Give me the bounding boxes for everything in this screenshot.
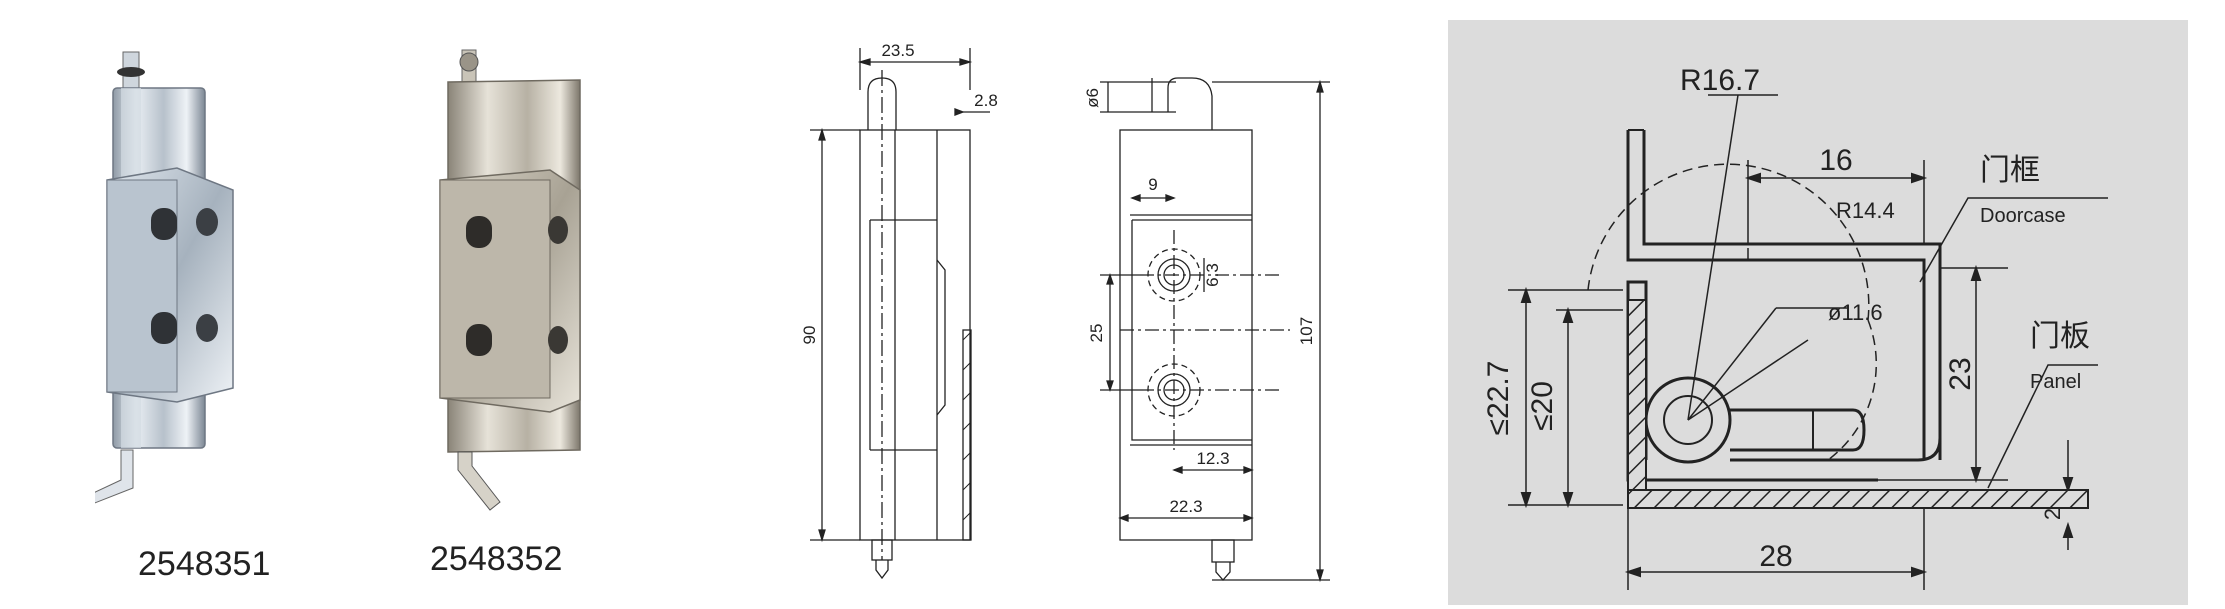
dim-hole-spacing: 25 (1087, 324, 1106, 343)
dim-hole-offset: 9 (1148, 175, 1157, 194)
dim-hole-dia: 6.3 (1203, 263, 1222, 287)
panel-cn: 门板 (2030, 319, 2090, 354)
dim-16-label: 16 (1819, 144, 1852, 177)
door-frame-en: Doorcase (1980, 205, 2066, 227)
front-view-drawing: ø6 9 25 6.3 12.3 22.3 107 (1083, 77, 1330, 583)
dim-overall-height: 107 (1297, 317, 1316, 345)
dim-width: 23.5 (881, 41, 914, 60)
product-code-2: 2548352 (430, 540, 563, 578)
product-photo-stainless (439, 49, 581, 511)
dim-height: 90 (800, 326, 819, 345)
dim-hole-edge: 12.3 (1196, 449, 1229, 468)
side-view-drawing: 23.5 2.8 90 (800, 41, 998, 580)
r-outer-label: R16.7 (1680, 64, 1760, 97)
product-code-1: 2548351 (138, 545, 271, 583)
max-22-7-label: ≤22.7 (1482, 361, 1515, 436)
dim-2-label: 2 (2040, 508, 2065, 520)
product-photo-zinc (95, 51, 234, 504)
dim-28-label: 28 (1759, 540, 1792, 573)
dim-pin-dia: ø6 (1083, 88, 1102, 108)
max-20-label: ≤20 (1526, 381, 1559, 431)
r-mid-label: R14.4 (1836, 198, 1895, 223)
installation-diagram: R16.7 R14.4 ø11.6 16 23 28 2 ≤22.7 ≤20 门… (1482, 64, 2108, 590)
door-frame-cn: 门框 (1980, 153, 2040, 188)
dim-leaf-width: 22.3 (1169, 497, 1202, 516)
dim-23-label: 23 (1944, 357, 1977, 390)
dia-inner-label: ø11.6 (1828, 300, 1883, 325)
panel-en: Panel (2030, 371, 2081, 393)
dim-leaf-thickness: 2.8 (974, 91, 998, 110)
